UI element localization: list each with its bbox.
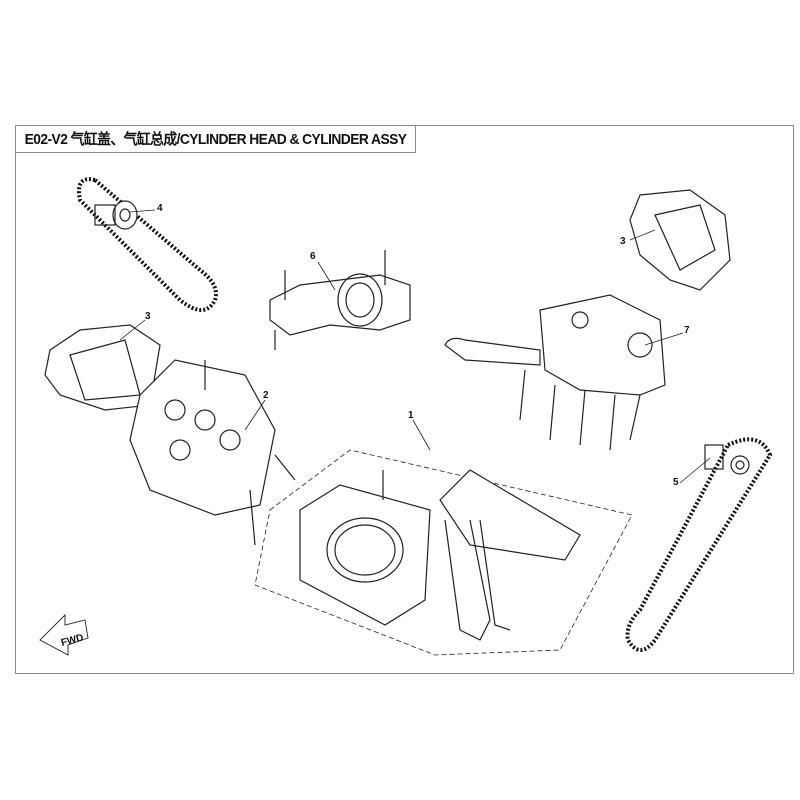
callout-1: 1: [408, 410, 414, 421]
callout-3-right: 3: [620, 236, 626, 247]
callout-3-left: 3: [145, 311, 151, 322]
part-2-cylinder-head[interactable]: [129, 359, 296, 546]
callout-7: 7: [684, 325, 690, 336]
drawing-frame: [15, 125, 794, 674]
callout-2: 2: [263, 390, 269, 401]
part-3-valve-cover-right[interactable]: [629, 189, 731, 291]
part-7-head-assembly[interactable]: [444, 294, 666, 451]
callout-5: 5: [673, 477, 679, 488]
part-1-cylinder-group[interactable]: [254, 449, 633, 656]
part-4-timing-chain[interactable]: [77, 177, 218, 312]
part-5-timing-chain[interactable]: [625, 437, 773, 652]
callout-4: 4: [157, 203, 163, 214]
diagram-title: E02-V2 气缸盖、气缸总成/CYLINDER HEAD & CYLINDER…: [24, 131, 406, 148]
callout-6: 6: [310, 251, 316, 262]
title-box: E02-V2 气缸盖、气缸总成/CYLINDER HEAD & CYLINDER…: [15, 125, 416, 153]
fwd-arrow-icon: [39, 613, 89, 656]
part-6-intake[interactable]: [269, 250, 411, 350]
